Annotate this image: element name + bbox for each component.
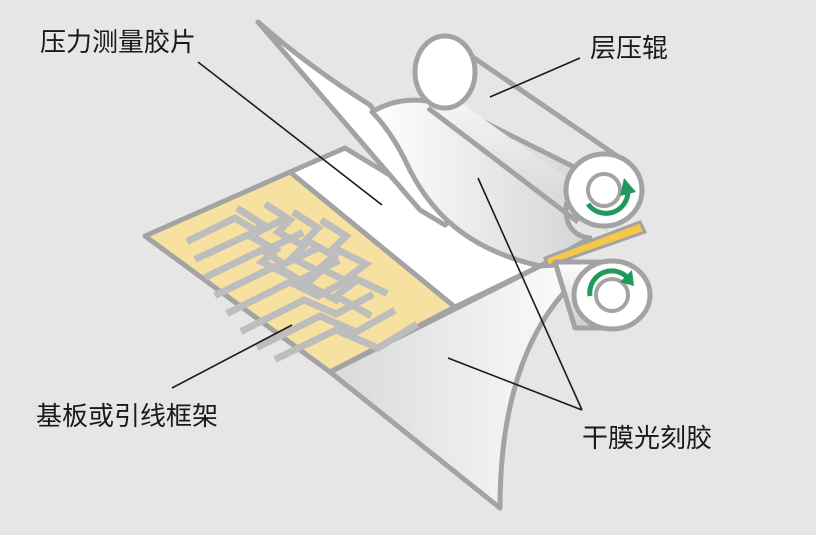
- leader-pressure-film: [197, 61, 383, 206]
- top-laminating-roller: [412, 33, 645, 232]
- leader-roller: [489, 57, 581, 98]
- lower-rotation-arrow-icon: [587, 268, 630, 297]
- label-pressure-film: 压力测量胶片: [40, 28, 197, 58]
- leader-dry-film-lower: [447, 357, 583, 411]
- lower-roller: [552, 258, 653, 332]
- circuit-traces: [185, 201, 419, 363]
- leader-dry-film-upper: [477, 177, 583, 411]
- label-laminating-roller: 层压辊: [590, 34, 669, 64]
- leader-lines: [171, 57, 583, 411]
- nip-strip: [543, 220, 648, 268]
- leader-substrate: [171, 324, 293, 389]
- top-rotation-arrow-icon: [585, 191, 631, 216]
- label-dry-film: 干膜光刻胶: [582, 424, 713, 454]
- label-substrate: 基板或引线框架: [36, 402, 219, 432]
